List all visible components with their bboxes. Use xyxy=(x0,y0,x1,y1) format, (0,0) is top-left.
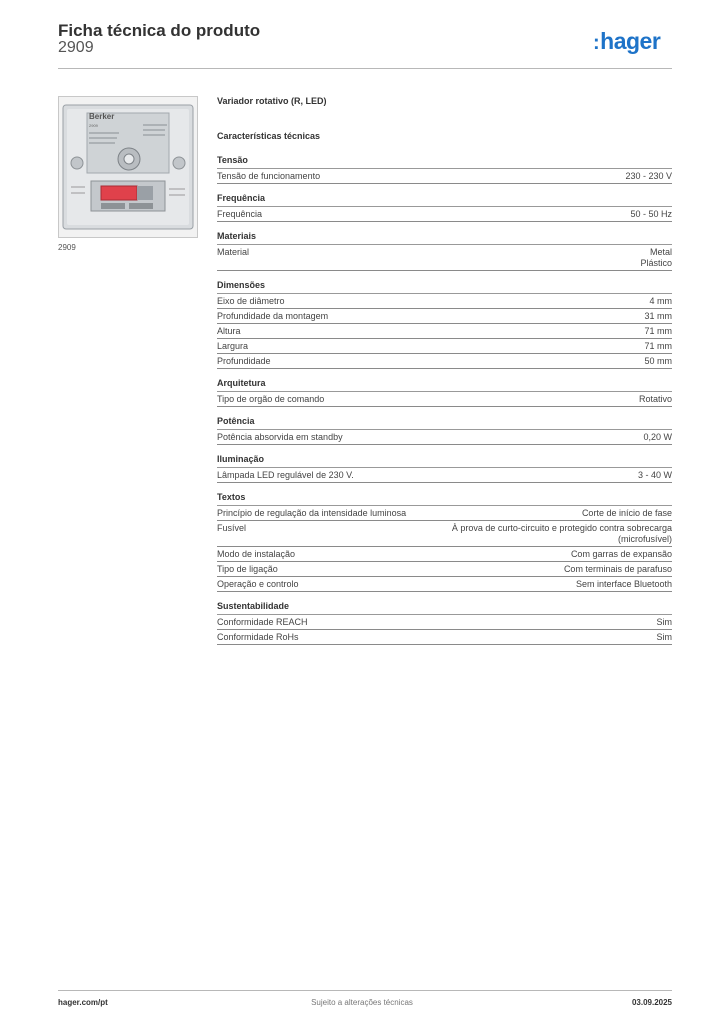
hager-logo: :hager xyxy=(593,28,661,54)
section-title: Materiais xyxy=(217,231,672,245)
spec-label: Frequência xyxy=(217,209,263,219)
spec-label: Profundidade da montagem xyxy=(217,311,329,321)
spec-row: Tipo de ligação Com terminais de parafuso xyxy=(217,562,672,577)
spec-value: Rotativo xyxy=(638,394,672,404)
spec-value: 4 mm xyxy=(649,296,673,306)
spec-row: Tensão de funcionamento 230 - 230 V xyxy=(217,169,672,184)
spec-row: Eixo de diâmetro 4 mm xyxy=(217,294,672,309)
spec-label: Fusível xyxy=(217,523,247,533)
spec-label: Conformidade REACH xyxy=(217,617,308,627)
section-title: Potência xyxy=(217,416,672,430)
spec-label: Operação e controlo xyxy=(217,579,299,589)
spec-value: 50 - 50 Hz xyxy=(630,209,672,219)
spec-row: Fusível À prova de curto-circuito e prote… xyxy=(217,521,672,547)
spec-value: Com garras de expansão xyxy=(570,549,672,559)
spec-value: Corte de início de fase xyxy=(581,508,672,518)
header-divider xyxy=(58,68,672,69)
footer-note: Sujeito a alterações técnicas xyxy=(311,998,413,1007)
spec-row: Largura 71 mm xyxy=(217,339,672,354)
spec-value: 3 - 40 W xyxy=(637,470,672,480)
section-title: Textos xyxy=(217,492,672,506)
spec-label: Potência absorvida em standby xyxy=(217,432,343,442)
tech-heading: Características técnicas xyxy=(217,131,321,141)
spec-label: Modo de instalação xyxy=(217,549,296,559)
spec-label: Tipo de orgão de comando xyxy=(217,394,325,404)
spec-row: Profundidade da montagem 31 mm xyxy=(217,309,672,324)
image-brand: Berker xyxy=(89,112,114,121)
spec-value: Sem interface Bluetooth xyxy=(575,579,672,589)
image-model: 2909 xyxy=(89,123,99,128)
spec-row: Conformidade RoHs Sim xyxy=(217,630,672,645)
spec-label: Eixo de diâmetro xyxy=(217,296,285,306)
dimmer-illustration: Berker 2909 xyxy=(59,97,197,237)
footer-divider xyxy=(58,990,672,991)
spec-value: Sim xyxy=(656,617,673,627)
spec-value: 71 mm xyxy=(644,341,672,351)
footer-site: hager.com/pt xyxy=(58,998,108,1007)
spec-value: 0,20 W xyxy=(643,432,672,442)
spec-label: Lâmpada LED regulável de 230 V. xyxy=(217,470,354,480)
product-image: Berker 2909 xyxy=(58,96,198,238)
section-title: Dimensões xyxy=(217,280,672,294)
section-title: Frequência xyxy=(217,193,672,207)
logo-text: hager xyxy=(600,28,661,54)
spec-value: À prova de curto-circuito e protegido co… xyxy=(451,523,672,544)
spec-row: Princípio de regulação da intensidade lu… xyxy=(217,506,672,521)
section-title: Sustentabilidade xyxy=(217,601,672,615)
spec-value: 71 mm xyxy=(644,326,672,336)
spec-label: Material xyxy=(217,247,250,257)
spec-row: Potência absorvida em standby 0,20 W xyxy=(217,430,672,445)
spec-content: Variador rotativo (R, LED) Característic… xyxy=(217,96,672,654)
spec-value: Com terminais de parafuso xyxy=(563,564,672,574)
spec-value: 50 mm xyxy=(644,356,672,366)
spec-label: Tensão de funcionamento xyxy=(217,171,321,181)
footer-date: 03.09.2025 xyxy=(631,998,672,1007)
spec-value: 31 mm xyxy=(644,311,672,321)
spec-row: Conformidade REACH Sim xyxy=(217,615,672,630)
spec-label: Princípio de regulação da intensidade lu… xyxy=(217,508,407,518)
spec-row: Profundidade 50 mm xyxy=(217,354,672,369)
product-name: Variador rotativo (R, LED) xyxy=(217,96,327,106)
page-title: Ficha técnica do produto xyxy=(58,21,261,40)
spec-label: Largura xyxy=(217,341,249,351)
spec-label: Altura xyxy=(217,326,241,336)
spec-label: Conformidade RoHs xyxy=(217,632,299,642)
section-title: Arquitetura xyxy=(217,378,672,392)
spec-row: Altura 71 mm xyxy=(217,324,672,339)
spec-row: Tipo de orgão de comando Rotativo xyxy=(217,392,672,407)
spec-row: Frequência 50 - 50 Hz xyxy=(217,207,672,222)
spec-value: Metal Plástico xyxy=(640,247,672,268)
section-title: Tensão xyxy=(217,155,672,169)
spec-row: Operação e controlo Sem interface Bluetoo… xyxy=(217,577,672,592)
product-code: 2909 xyxy=(58,39,94,56)
spec-value: 230 - 230 V xyxy=(625,171,672,181)
image-caption: 2909 xyxy=(58,243,76,252)
spec-label: Profundidade xyxy=(217,356,271,366)
spec-value: Sim xyxy=(656,632,673,642)
spec-label: Tipo de ligação xyxy=(217,564,278,574)
spec-row: Modo de instalação Com garras de expansão xyxy=(217,547,672,562)
spec-row: Material Metal Plástico xyxy=(217,245,672,271)
section-title: Iluminação xyxy=(217,454,672,468)
spec-row: Lâmpada LED regulável de 230 V. 3 - 40 W xyxy=(217,468,672,483)
